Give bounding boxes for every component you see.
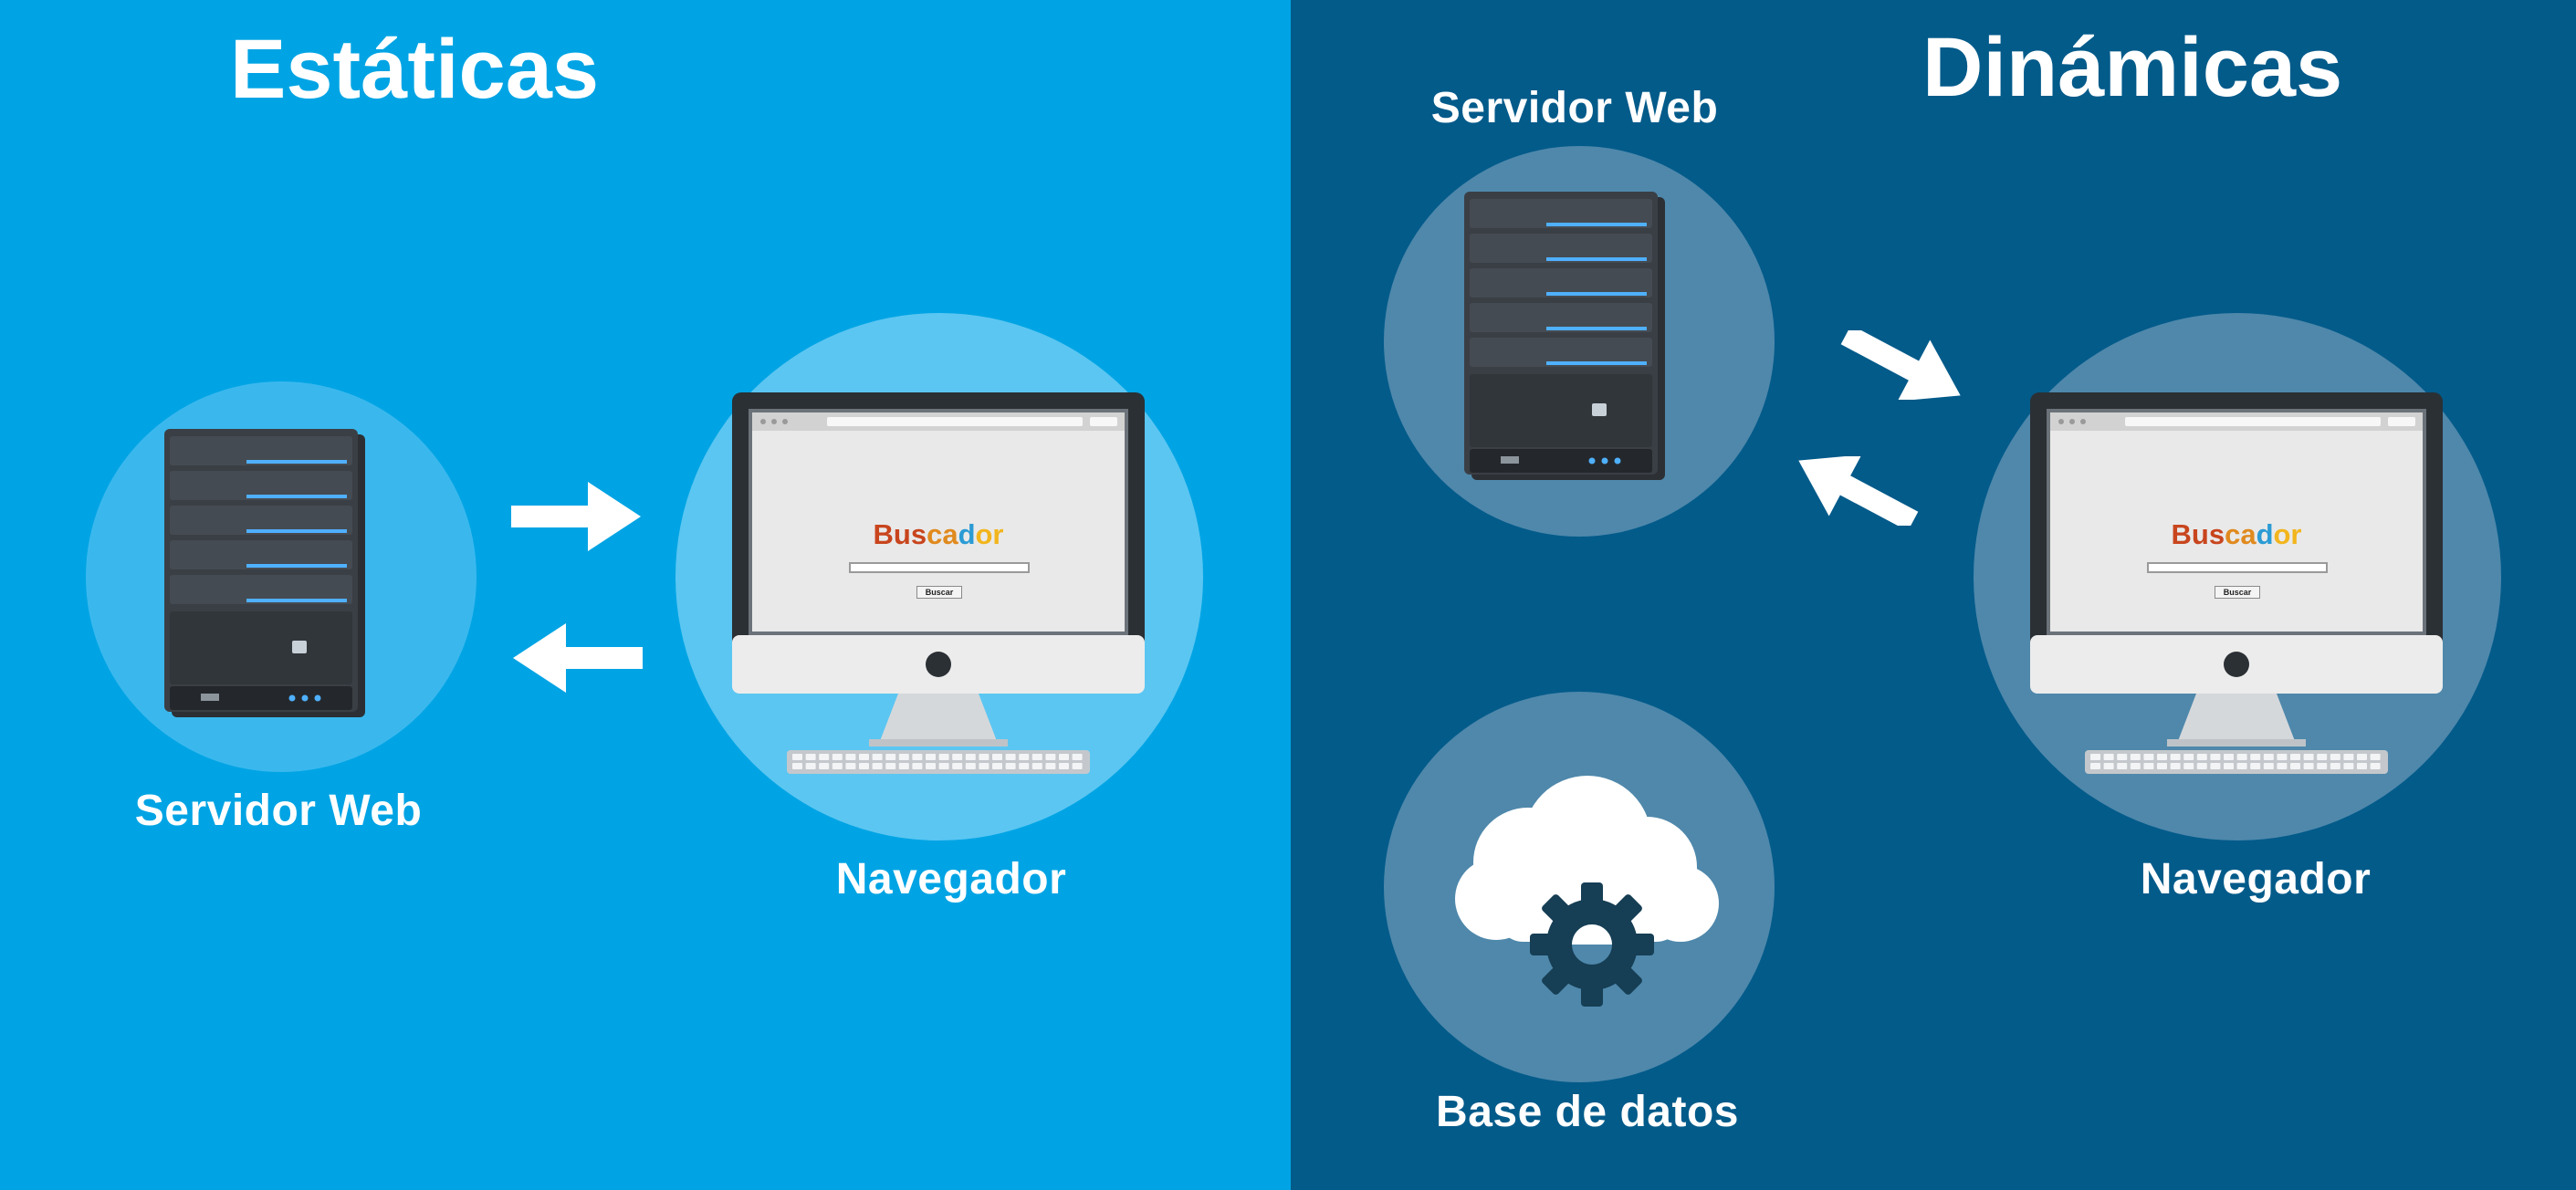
search-title-segment: Bus <box>2171 518 2225 550</box>
search-title-segment: or <box>975 518 1004 550</box>
keyboard-icon <box>787 750 1090 774</box>
computer-monitor-icon <box>2030 392 2443 774</box>
dynamic-computer: Buscador Buscar <box>2030 392 2443 776</box>
search-title-segment: or <box>2273 518 2302 550</box>
search-title: Buscador <box>874 520 1004 548</box>
search-title-segment: ca <box>2225 518 2257 550</box>
search-title-segment: ca <box>927 518 958 550</box>
search-title-segment: Bus <box>873 518 927 550</box>
search-title: Buscador <box>2172 520 2302 548</box>
static-panel: Estáticas Servidor Web Buscador Buscar N… <box>0 0 1291 1190</box>
static-heading: Estáticas <box>230 23 600 116</box>
cloud-icon <box>1455 776 1719 942</box>
server-icon <box>164 429 365 717</box>
keyboard-icon <box>2085 750 2388 774</box>
dynamic-server-label: Servidor Web <box>1430 84 1719 132</box>
gear-icon <box>1530 882 1654 1007</box>
search-title-segment: d <box>958 518 976 550</box>
arrow-right-icon <box>511 482 641 551</box>
search-title-text: Buscador <box>874 518 1004 550</box>
search-input[interactable] <box>2147 562 2328 573</box>
computer-monitor-icon <box>732 392 1145 774</box>
search-title-text: Buscador <box>2172 518 2302 550</box>
dynamic-browser-label: Navegador <box>2140 855 2372 903</box>
search-button[interactable]: Buscar <box>916 586 962 599</box>
dynamic-heading: Dinámicas <box>1922 21 2343 114</box>
arrow-right-icon <box>1840 330 1961 400</box>
static-server-label: Servidor Web <box>134 787 423 835</box>
server-icon <box>1464 192 1665 480</box>
search-input[interactable] <box>849 562 1030 573</box>
search-title-segment: d <box>2256 518 2274 550</box>
database-label: Base de datos <box>1436 1088 1739 1136</box>
search-button[interactable]: Buscar <box>2215 586 2260 599</box>
arrow-left-icon <box>513 623 643 693</box>
dynamic-panel: Dinámicas Servidor Web Buscador Buscar N… <box>1291 0 2576 1190</box>
static-computer: Buscador Buscar <box>732 392 1145 776</box>
static-browser-label: Navegador <box>835 855 1067 903</box>
arrow-left-icon <box>1798 456 1919 526</box>
